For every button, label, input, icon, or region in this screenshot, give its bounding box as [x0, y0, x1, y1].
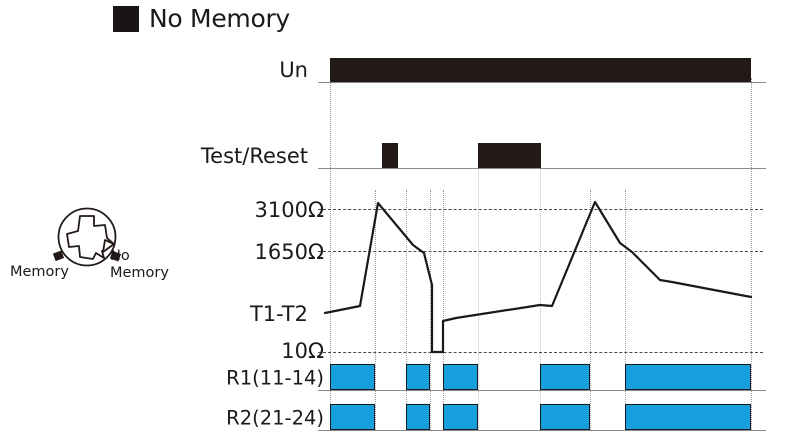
gridline-10-ohm [318, 352, 763, 353]
axis-tick-3100-ohm: 3100Ω [254, 198, 325, 222]
legend-label-no-memory: No Memory [149, 4, 290, 33]
legend: No Memory [113, 4, 290, 33]
row-label-test-reset: Test/Reset [200, 144, 308, 168]
axis-tick-1650-ohm: 1650Ω [254, 240, 325, 264]
gridline-vertical [590, 190, 591, 430]
gridline-vertical [430, 190, 431, 430]
gridline-vertical [443, 190, 444, 430]
gridline-vertical [751, 78, 752, 430]
gridline-vertical [540, 168, 541, 430]
relay-pulse-r1 [406, 364, 430, 390]
gridline-vertical [625, 190, 626, 430]
relay-pulse-r1 [540, 364, 590, 390]
relay-pulse-r1 [625, 364, 751, 390]
baseline-r2 [318, 430, 766, 431]
gridline-vertical [330, 78, 331, 430]
legend-swatch-no-memory [113, 5, 139, 32]
axis-tick-10-ohm: 10Ω [281, 339, 324, 363]
gridline-1650-ohm [318, 251, 763, 252]
knob-caption-memory-2: Memory [110, 265, 169, 281]
row-label-un: Un [279, 58, 308, 82]
signal-pulse-un [330, 58, 751, 82]
relay-pulse-r2 [625, 404, 751, 430]
relay-pulse-r2 [406, 404, 430, 430]
baseline-r1 [318, 390, 766, 391]
knob-caption-no-memory: No Memory [110, 248, 169, 282]
baseline-test-reset [318, 168, 766, 169]
relay-pulse-r2 [443, 404, 478, 430]
gridline-vertical [478, 168, 479, 430]
relay-pulse-r2 [540, 404, 590, 430]
signal-pulse-test-reset [382, 143, 398, 168]
gridline-3100-ohm [318, 209, 763, 210]
signal-pulse-test-reset [478, 143, 541, 168]
relay-pulse-r2 [330, 404, 375, 430]
gridline-vertical [375, 190, 376, 430]
row-label-r1: R1(11-14) [226, 366, 324, 390]
rotary-switch-icon [52, 207, 122, 267]
row-label-t1-t2: T1-T2 [249, 302, 308, 326]
gridline-vertical [406, 190, 407, 430]
relay-pulse-r1 [330, 364, 375, 390]
relay-pulse-r1 [443, 364, 478, 390]
row-label-r2: R2(21-24) [226, 406, 324, 430]
rotary-switch-illustration: Memory No Memory [2, 204, 174, 288]
knob-caption-no: No [110, 248, 130, 264]
baseline-un [318, 82, 766, 83]
knob-caption-memory: Memory [10, 264, 69, 280]
